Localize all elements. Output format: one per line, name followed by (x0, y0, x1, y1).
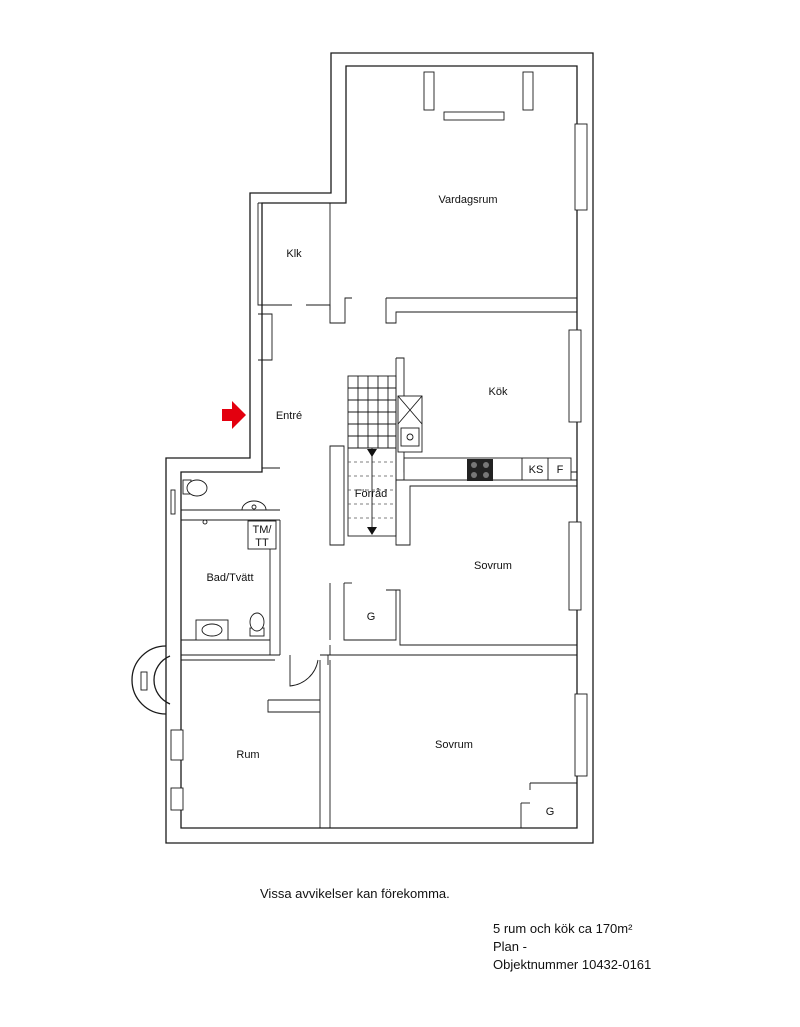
washbasin-icon (241, 500, 267, 511)
room-label-kok: Kök (489, 386, 508, 398)
plan-text: Plan - (493, 939, 527, 954)
room-label-tt: TT (255, 537, 269, 549)
door-swings (289, 655, 329, 687)
room-label-entre: Entré (276, 410, 302, 422)
room-label-tm: TM/ (253, 524, 273, 536)
interior-walls (181, 202, 577, 828)
room-label-sovrum-2: Sovrum (435, 739, 473, 751)
laundry-unit (247, 520, 277, 550)
disclaimer-text: Vissa avvikelser kan förekomma. (260, 886, 450, 901)
room-label-vardagsrum: Vardagsrum (438, 194, 497, 206)
washbasin-icon (195, 619, 229, 641)
windows (170, 71, 588, 811)
bay-window (131, 645, 171, 715)
entrance-arrow-icon (222, 401, 246, 429)
fixture-label-f: F (557, 464, 564, 476)
stove-icon (467, 459, 493, 481)
kitchen-fixtures (397, 395, 572, 481)
room-label-g-2: G (546, 806, 555, 818)
room-label-rum: Rum (236, 749, 259, 761)
room-label-klk: Klk (286, 248, 302, 260)
room-label-forrad: Förråd (355, 488, 387, 500)
summary-text: 5 rum och kök ca 170m² (493, 921, 633, 936)
stair-arrow-icon (367, 449, 377, 457)
staircase (347, 375, 397, 537)
sink-icon (400, 427, 420, 447)
room-label-g: G (367, 611, 376, 623)
room-label-sovrum: Sovrum (474, 560, 512, 572)
stair-arrow-icon (367, 527, 377, 535)
object-number-text: Objektnummer 10432-0161 (493, 957, 652, 972)
bath-fixtures (182, 479, 277, 641)
fixture-label-ks: KS (529, 464, 544, 476)
room-label-bad-tvatt: Bad/Tvätt (206, 572, 253, 584)
